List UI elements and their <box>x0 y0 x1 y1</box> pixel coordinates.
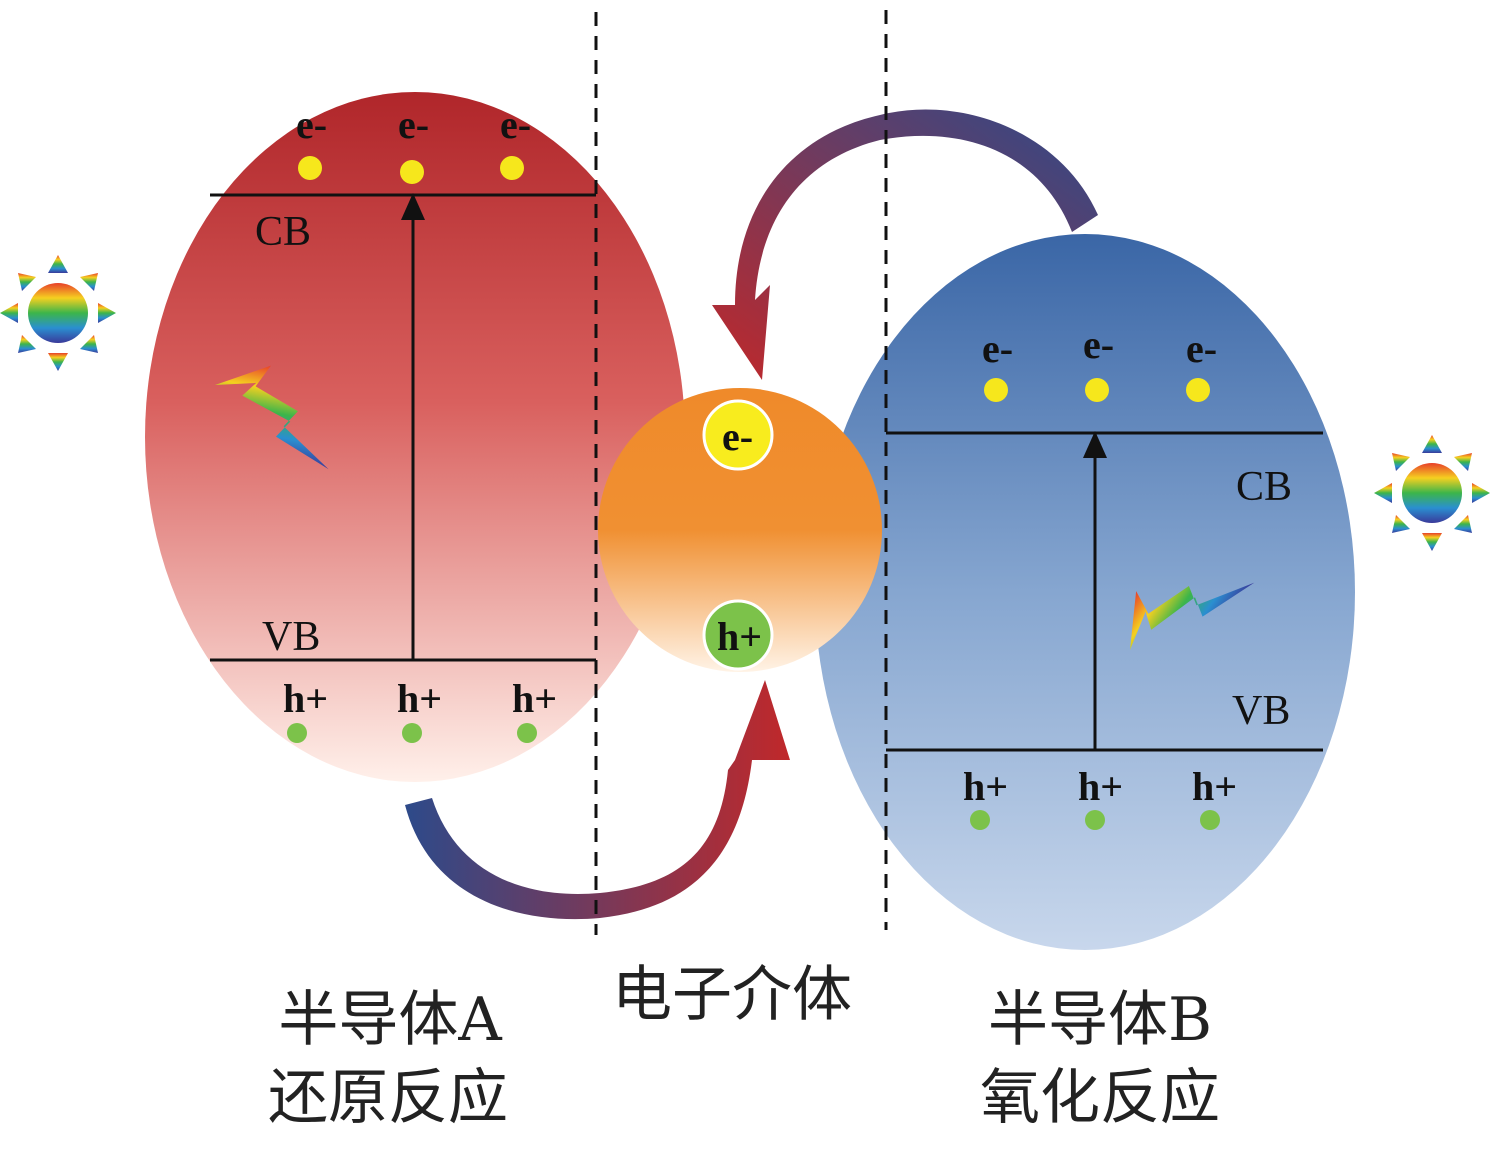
a-cb-label: CB <box>255 209 311 255</box>
semiconductor-a-ellipse <box>145 92 685 782</box>
electron-dot <box>298 156 322 180</box>
semiconductor-b-name: 半导体B <box>988 985 1212 1055</box>
electron-dot <box>1085 378 1109 402</box>
a-electron-label: e- <box>398 102 429 147</box>
a-hole-label: h+ <box>283 676 328 721</box>
mediator-electron-label: e- <box>722 414 753 459</box>
hole-dot <box>517 723 537 743</box>
b-electron-label: e- <box>982 326 1013 371</box>
sun-icon <box>1374 435 1490 551</box>
mediator-electron <box>702 399 774 471</box>
hole-dot <box>970 810 990 830</box>
a-electron-label: e- <box>500 102 531 147</box>
b-hole-label: h+ <box>1078 764 1123 809</box>
transfer-arrow-icon <box>405 680 790 920</box>
hole-dot <box>402 723 422 743</box>
b-electron-label: e- <box>1083 322 1114 367</box>
hole-dot <box>287 723 307 743</box>
electron-dot <box>1186 378 1210 402</box>
b-cb-label: CB <box>1236 464 1292 510</box>
a-hole-label: h+ <box>512 676 557 721</box>
electron-mediator-circle <box>598 388 882 672</box>
mediator-hole <box>702 599 774 671</box>
electron-dot <box>400 160 424 184</box>
b-electron-label: e- <box>1186 326 1217 371</box>
semiconductor-a-reaction: 还原反应 <box>268 1063 508 1133</box>
b-vb-label: VB <box>1232 688 1290 734</box>
mediator-hole-label: h+ <box>717 614 762 659</box>
a-electron-label: e- <box>296 102 327 147</box>
mediator-name: 电子介体 <box>612 960 852 1030</box>
transfer-arrow-icon <box>712 109 1098 381</box>
electron-dot <box>500 156 524 180</box>
semiconductor-b-ellipse <box>815 234 1355 950</box>
semiconductor-a-name: 半导体A <box>278 985 502 1055</box>
semiconductor-b-reaction: 氧化反应 <box>980 1063 1220 1133</box>
electron-dot <box>984 378 1008 402</box>
b-hole-label: h+ <box>963 764 1008 809</box>
hole-dot <box>1200 810 1220 830</box>
a-hole-label: h+ <box>397 676 442 721</box>
sun-icon <box>0 255 116 371</box>
b-hole-label: h+ <box>1192 764 1237 809</box>
a-vb-label: VB <box>262 614 320 660</box>
hole-dot <box>1085 810 1105 830</box>
